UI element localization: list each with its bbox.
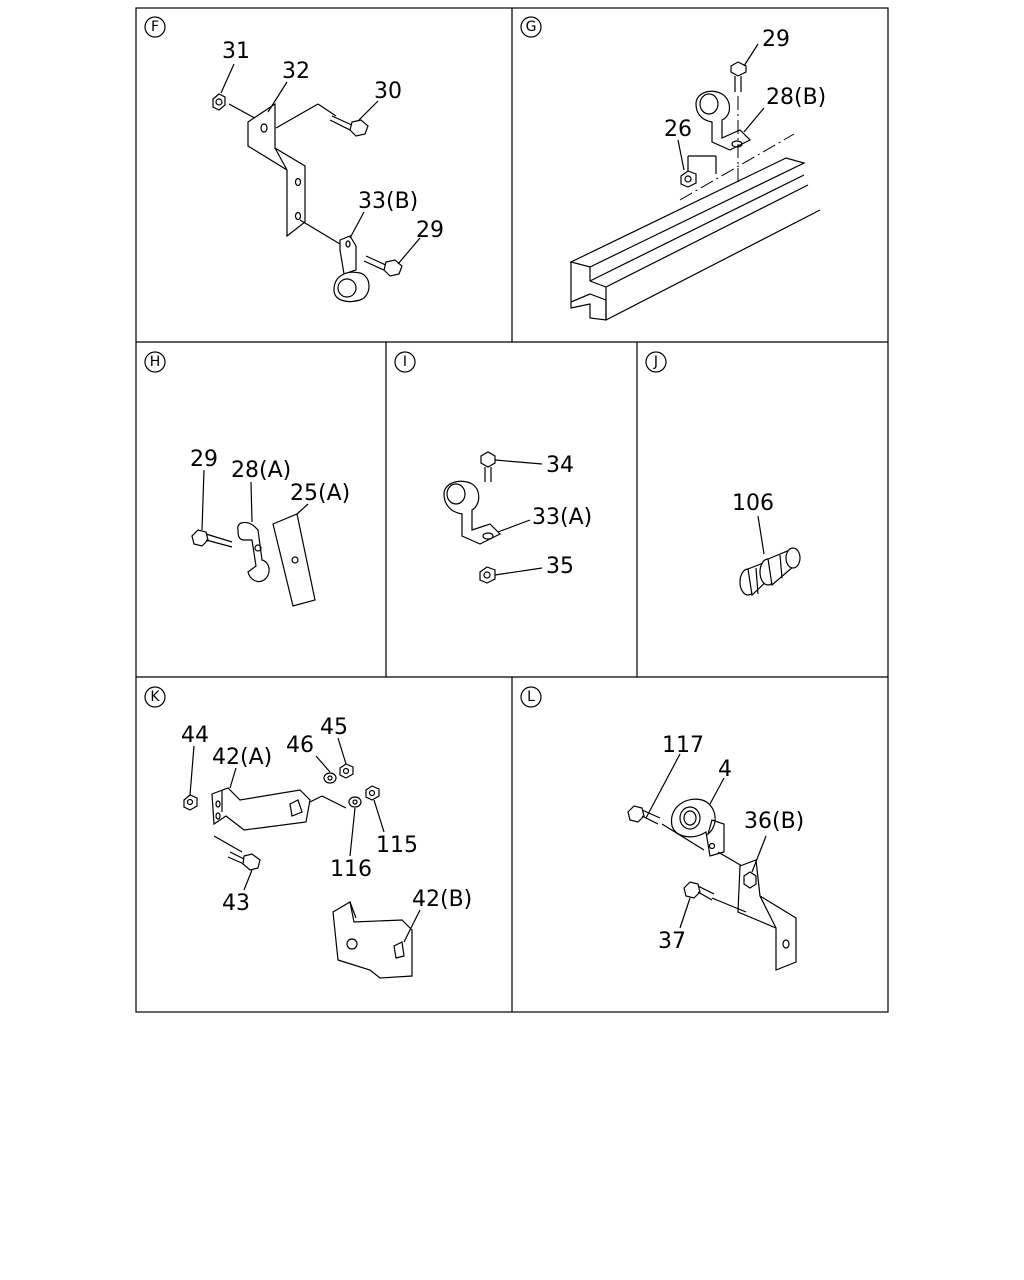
panel-l-drawing: 117 4 36(B) 37 [627, 733, 804, 971]
callout-label: 36(B) [744, 809, 804, 834]
washer-icon [348, 796, 362, 808]
panel-marker-i: I [394, 351, 416, 373]
callout-label: 115 [376, 833, 418, 858]
callout-label: 29 [762, 27, 790, 52]
clamp-icon [670, 798, 725, 857]
callout-label: 32 [282, 59, 310, 84]
frame-rail-icon [569, 157, 821, 321]
panel-marker-j: J [645, 351, 667, 373]
nut-icon [365, 785, 380, 801]
callout-label: 44 [181, 723, 209, 748]
svg-text:K: K [150, 689, 160, 705]
callout-label: 37 [658, 929, 686, 954]
nut-icon [339, 763, 354, 779]
nut-icon [479, 566, 496, 584]
panel-h-drawing: 29 28(A) 25(A) [190, 447, 350, 607]
callout-label: 30 [374, 79, 402, 104]
panel-g-drawing: 29 28(B) 26 [569, 27, 826, 321]
washer-icon [323, 772, 337, 784]
bracket-icon [737, 859, 797, 971]
callout-label: 117 [662, 733, 704, 758]
callout-label: 26 [664, 117, 692, 142]
callout-label: 43 [222, 891, 250, 916]
panel-frames [135, 7, 889, 1013]
bracket-icon [332, 901, 413, 979]
svg-text:G: G [526, 19, 537, 35]
callout-label: 28(B) [766, 85, 826, 110]
callout-label: 116 [330, 857, 372, 882]
bolt-icon [730, 61, 747, 92]
bolt-icon [191, 529, 233, 548]
nut-icon [680, 170, 697, 188]
plate-icon [272, 513, 316, 607]
panel-f-drawing: 31 32 30 33(B) 29 [212, 39, 444, 303]
svg-text:H: H [150, 354, 161, 370]
callout-label: 45 [320, 715, 348, 740]
callout-label: 106 [732, 491, 774, 516]
callout-label: 46 [286, 733, 314, 758]
bolt-icon [480, 451, 496, 482]
clamp-icon [695, 90, 752, 151]
panel-k-drawing: 44 42(A) 46 45 115 116 43 42(B) [181, 715, 472, 979]
callout-label: 31 [222, 39, 250, 64]
callout-label: 33(A) [532, 505, 592, 530]
bolt-icon [329, 115, 369, 137]
svg-text:I: I [403, 354, 407, 370]
bolt-icon [627, 805, 661, 825]
panel-j-drawing: 106 [732, 491, 801, 597]
callout-label: 29 [190, 447, 218, 472]
svg-text:J: J [653, 354, 658, 370]
clamp-icon [237, 521, 270, 583]
clamp-icon [443, 480, 502, 545]
callout-label: 28(A) [231, 458, 291, 483]
callout-label: 35 [546, 554, 574, 579]
panel-i-drawing: 34 33(A) 35 [443, 451, 592, 584]
panel-marker-g: G [520, 16, 542, 38]
bolt-icon [227, 851, 261, 871]
fitting-icon [739, 547, 801, 597]
bolt-icon [363, 255, 403, 277]
panel-marker-l: L [520, 686, 542, 708]
callout-label: 25(A) [290, 481, 350, 506]
callout-label: 29 [416, 218, 444, 243]
panel-marker-h: H [144, 351, 166, 373]
callout-label: 34 [546, 453, 574, 478]
nut-icon [212, 93, 226, 111]
panel-marker-k: K [144, 686, 166, 708]
callout-label: 4 [718, 757, 732, 782]
svg-text:L: L [527, 689, 535, 705]
callout-label: 33(B) [358, 189, 418, 214]
clip-icon [333, 235, 370, 303]
nut-icon [183, 794, 198, 811]
callout-label: 42(A) [212, 745, 272, 770]
svg-text:F: F [151, 19, 159, 35]
panel-marker-f: F [144, 16, 166, 38]
bolt-icon [683, 881, 715, 901]
bracket-icon [247, 102, 306, 238]
bracket-icon [211, 787, 311, 831]
callout-label: 42(B) [412, 887, 472, 912]
